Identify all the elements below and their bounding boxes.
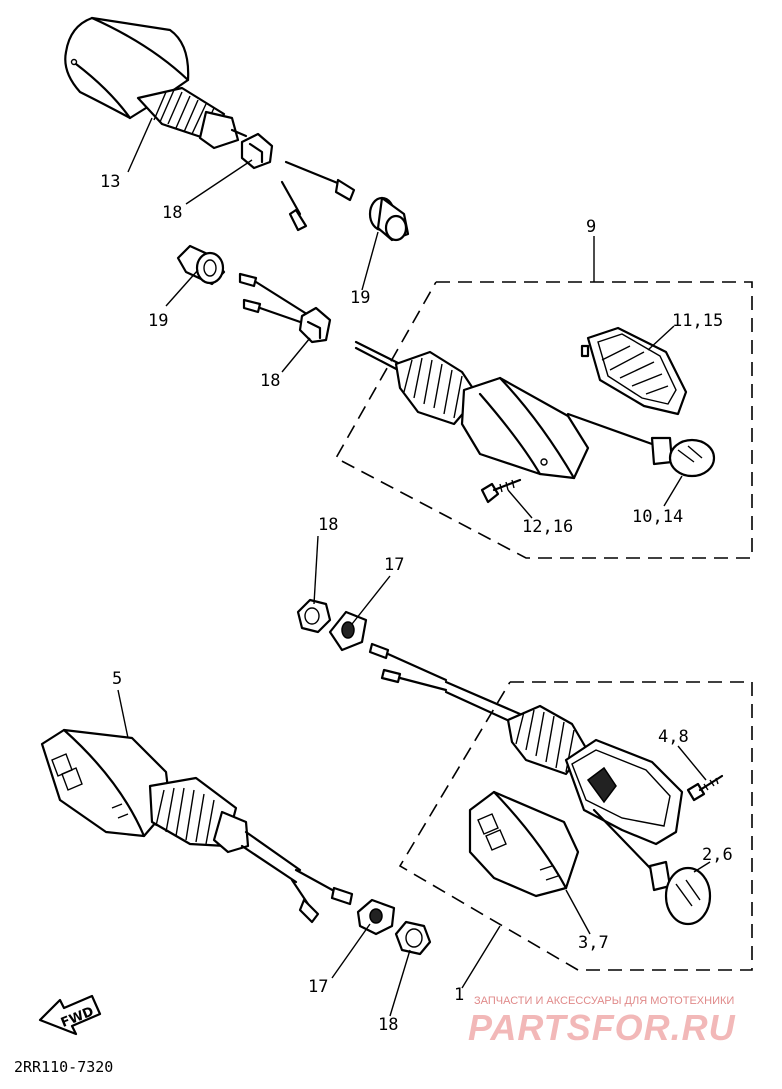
label-18-top: 18 xyxy=(162,203,182,223)
label-3-7: 3,7 xyxy=(578,933,609,953)
label-18-center: 18 xyxy=(318,515,338,535)
grommet-19-top xyxy=(368,196,410,242)
label-9: 9 xyxy=(586,217,596,237)
fwd-arrow-icon: FWD xyxy=(38,994,102,1036)
label-17-bottom: 17 xyxy=(308,977,328,997)
washer-17-bottom xyxy=(356,898,396,936)
screw-12-16 xyxy=(480,478,522,504)
nut-18-bottom xyxy=(394,920,432,956)
label-12-16: 12,16 xyxy=(522,517,573,537)
turn-signal-13 xyxy=(64,16,248,150)
watermark-caption: ЗАПЧАСТИ И АКСЕССУАРЫ ДЛЯ МОТОТЕХНИКИ xyxy=(474,995,734,1007)
assembly-1-boundary xyxy=(398,681,753,971)
nut-18-top xyxy=(240,132,274,170)
nut-18-center xyxy=(296,598,332,634)
label-18-mid: 18 xyxy=(260,371,280,391)
watermark: ЗАПЧАСТИ И АКСЕССУАРЫ ДЛЯ МОТОТЕХНИКИ PA… xyxy=(468,995,736,1048)
drawing-code: 2RR110-7320 xyxy=(14,1058,113,1076)
leader-lines xyxy=(117,117,711,1017)
label-2-6: 2,6 xyxy=(702,845,733,865)
grommet-19-left xyxy=(176,244,226,286)
assembly-1-leader xyxy=(461,925,501,989)
bulb-2-6 xyxy=(592,808,712,926)
turn-signal-1 xyxy=(506,704,684,846)
wires-top xyxy=(280,160,356,232)
label-13: 13 xyxy=(100,172,120,192)
label-5: 5 xyxy=(112,669,122,689)
label-4-8: 4,8 xyxy=(658,727,689,747)
nut-18-mid xyxy=(298,306,332,344)
cable-mid xyxy=(354,340,406,374)
part-labels: 13 18 19 9 19 11,15 18 12,16 10,14 18 17… xyxy=(100,172,733,1035)
label-1: 1 xyxy=(454,985,464,1005)
wires-5 xyxy=(240,830,354,924)
assembly-9-boundary xyxy=(334,281,753,559)
label-10-14: 10,14 xyxy=(632,507,683,527)
turn-signal-5 xyxy=(40,728,250,854)
label-18-bottom: 18 xyxy=(378,1015,398,1035)
label-19-top: 19 xyxy=(350,288,370,308)
label-19-left: 19 xyxy=(148,311,168,331)
watermark-logo: PARTSFOR.RU xyxy=(468,1007,736,1048)
washer-17-center xyxy=(328,610,368,652)
label-11-15: 11,15 xyxy=(672,311,723,331)
screw-4-8 xyxy=(686,774,724,802)
lens-11-15 xyxy=(580,326,688,416)
label-17-center: 17 xyxy=(384,555,404,575)
lens-3-7 xyxy=(468,790,580,898)
bulb-10-14 xyxy=(566,412,716,478)
turn-signal-9 xyxy=(394,350,590,480)
wires-lower xyxy=(368,642,522,726)
wires-mid xyxy=(238,272,312,326)
